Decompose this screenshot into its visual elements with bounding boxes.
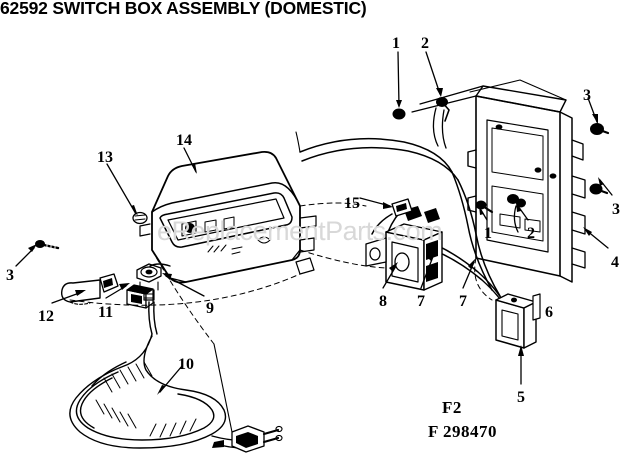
callout-number-2: 2: [527, 225, 535, 242]
callout-number-1: 1: [392, 35, 400, 52]
bushing-11: [126, 284, 154, 309]
callout-number-2: 2: [421, 35, 429, 52]
mounting-plate: [411, 79, 586, 283]
page-title: 62592 SWITCH BOX ASSEMBLY (DOMESTIC): [0, 0, 367, 18]
cord-plug: [212, 425, 283, 453]
strain-relief-9: [136, 263, 162, 301]
fastener-group-mid: [475, 194, 526, 233]
callout-number-10: 10: [178, 356, 194, 373]
grommet-13: [132, 211, 148, 225]
fastener-group-top: [392, 97, 450, 149]
callout-number-8: 8: [379, 293, 387, 310]
fastener-group-upper-right: [589, 123, 610, 195]
callout-number-12: 12: [38, 308, 54, 325]
callout-number-7: 7: [417, 293, 425, 310]
assembly-guide-lines: [69, 202, 493, 345]
screw-left: [35, 240, 60, 252]
connector-5: [495, 293, 541, 349]
coiled-power-cord: [69, 333, 255, 449]
callout-number-7: 7: [459, 293, 467, 310]
callout-number-3: 3: [612, 201, 620, 218]
terminal-block-assembly: [365, 198, 443, 291]
callout-number-6: 6: [545, 304, 553, 321]
assembly-guide-lines-solid: [213, 131, 301, 433]
callout-number-5: 5: [517, 389, 525, 406]
callout-number-11: 11: [98, 304, 114, 321]
callout-number-3: 3: [583, 87, 591, 104]
part-number: F 298470: [428, 422, 498, 441]
leader-lines: [15, 51, 613, 395]
figure-number: F2: [442, 398, 462, 417]
callout-number-1: 1: [484, 225, 492, 242]
callout-number-9: 9: [206, 300, 214, 317]
callout-number-4: 4: [611, 254, 619, 271]
callout-number-3: 3: [6, 267, 14, 284]
callout-number-15: 15: [344, 195, 360, 212]
switch-box-housing: [139, 150, 317, 284]
callout-number-13: 13: [97, 149, 113, 166]
callout-number-14: 14: [176, 132, 192, 149]
